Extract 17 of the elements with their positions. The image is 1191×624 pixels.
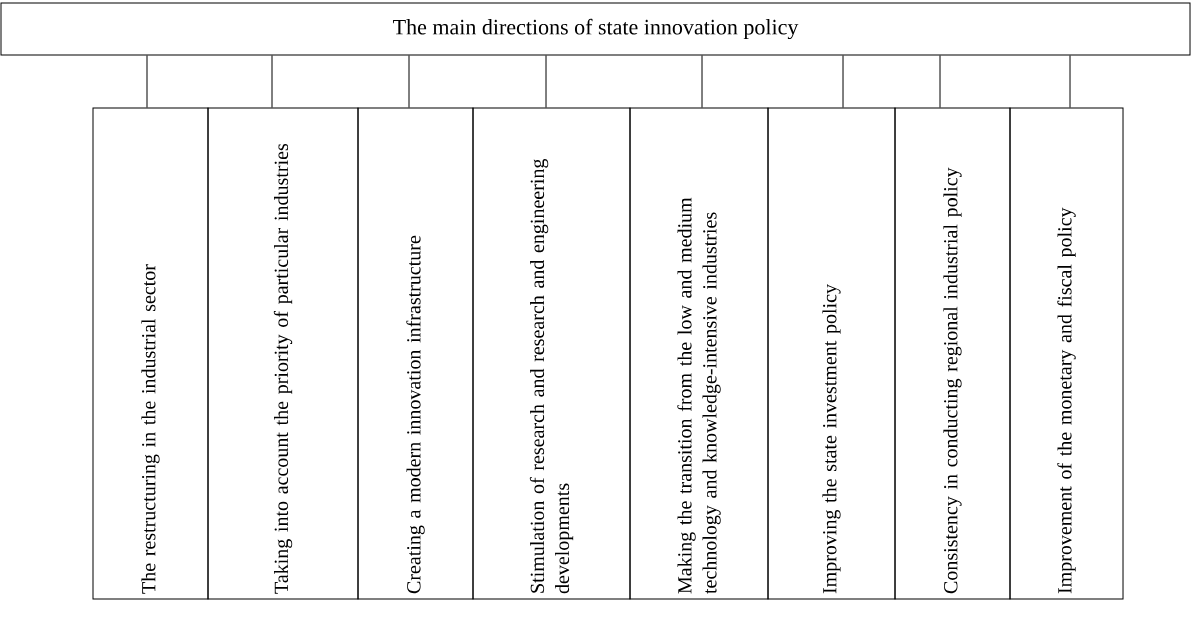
direction-box: Improvement of the monetary and fiscal policy (1009, 107, 1124, 600)
connector-line (271, 55, 273, 108)
direction-box: Taking into account the priority of particular industries (207, 107, 359, 600)
connector-line (701, 55, 703, 108)
direction-box: Consistency in conducting regional industrial policy (894, 107, 1011, 600)
connector-line (146, 55, 148, 108)
direction-box: The restructuring in the industrial sector (92, 107, 209, 600)
connector-line (408, 55, 410, 108)
direction-box: Stimulation of research and research and engineering developments (472, 107, 631, 600)
connector-line (545, 55, 547, 108)
title-box: The main directions of state innovation policy (0, 2, 1191, 56)
connector-line (939, 55, 941, 108)
connector-line (842, 55, 844, 108)
direction-box: Creating a modern innovation infrastructure (357, 107, 474, 600)
direction-box: Improving the state investment policy (767, 107, 896, 600)
connector-line (1069, 55, 1071, 108)
direction-box: Making the transition from the low and medium technology and knowledge-intensive industries (629, 107, 769, 600)
